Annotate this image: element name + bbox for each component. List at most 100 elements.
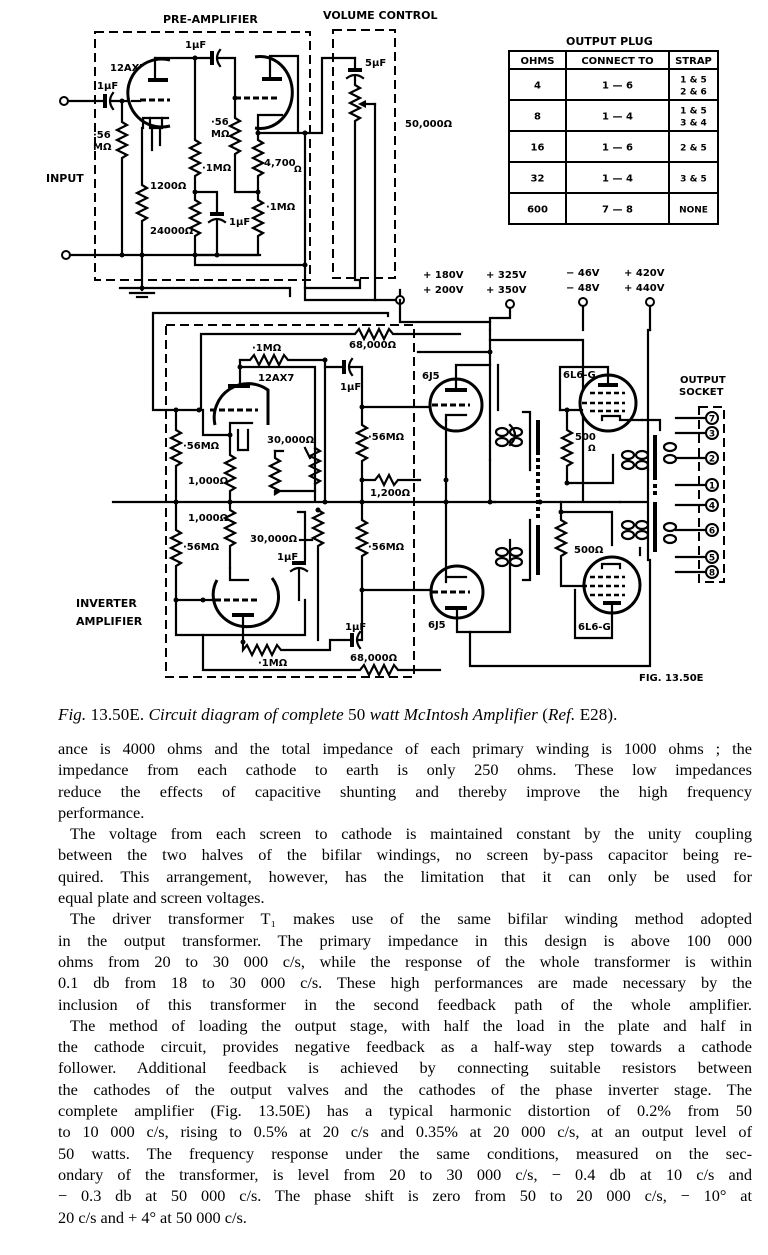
supply-rail-4: + 420V + 440V <box>624 268 665 332</box>
input-capacitor-label: 1µF <box>97 81 118 92</box>
body-line: 20 c/s and + 4° at 50 000 c/s. <box>58 1207 247 1227</box>
table-header: OHMS <box>520 56 554 67</box>
table-cell-ohms: 32 <box>531 174 545 185</box>
table-cell-ohms: 4 <box>534 81 541 92</box>
svg-text:·56MΩ: ·56MΩ <box>368 542 405 553</box>
socket-pin <box>705 478 719 492</box>
svg-text:500Ω: 500Ω <box>574 545 604 556</box>
body-line: ance is 4000 ohms and the total impedanc… <box>58 739 752 758</box>
supply-rail-3: − 46V − 48V <box>566 268 600 332</box>
body-line: 0.1 db from 18 to 30 000 c/s. These high… <box>58 973 752 993</box>
volume-potentiometer <box>303 74 363 290</box>
body-line: the cathode circuit, provides negative f… <box>58 1037 752 1057</box>
socket-pin-label: 3 <box>709 430 715 440</box>
svg-text:+ 180V: + 180V <box>423 270 464 281</box>
svg-text:30,000Ω: 30,000Ω <box>267 435 315 446</box>
body-line: ohms from 20 to 30 000 c/s, while the re… <box>58 951 752 971</box>
socket-pin-label: 5 <box>709 554 715 564</box>
volume-control-label: VOLUME CONTROL <box>323 9 437 22</box>
body-line: in the output transformer. The primary i… <box>58 930 752 950</box>
svg-text:1µF: 1µF <box>340 382 361 393</box>
svg-text:− 46V: − 46V <box>566 268 600 279</box>
supply-rail-1: + 180V + 200V <box>423 270 464 296</box>
svg-text:68,000Ω: 68,000Ω <box>350 653 398 664</box>
body-line: the cathodes of the output valves and th… <box>58 1079 752 1099</box>
table-cell-strap: 3 & 4 <box>680 119 707 129</box>
output-socket-label-1: OUTPUT <box>680 375 726 386</box>
body-line: follower. Additional feedback is achieve… <box>58 1058 752 1078</box>
svg-text:1,200Ω: 1,200Ω <box>370 488 411 499</box>
svg-text:·1MΩ: ·1MΩ <box>266 202 296 213</box>
socket-pin <box>705 426 719 440</box>
table-header: CONNECT TO <box>581 56 653 67</box>
body-line: equal plate and screen voltages. <box>58 888 265 908</box>
caption-text: Circuit diagram of complete <box>148 705 344 724</box>
pre-amplifier-label: PRE-AMPLIFIER <box>163 13 258 26</box>
body-line: impedance from each cathode to earth is … <box>58 760 752 780</box>
output-tube-bottom <box>573 555 642 640</box>
svg-text:1200Ω: 1200Ω <box>150 181 187 192</box>
socket-pin <box>705 565 719 579</box>
svg-text:1,000Ω: 1,000Ω <box>188 513 229 524</box>
caption-number: 13.50E. <box>90 705 145 724</box>
body-line: The method of loading the output stage, … <box>70 1015 752 1035</box>
svg-text:+ 200V: + 200V <box>423 285 464 296</box>
output-tube-top <box>558 365 644 433</box>
svg-text:+ 440V: + 440V <box>624 283 665 294</box>
supply-rail-2: + 325V + 350V <box>486 270 527 332</box>
body-text: ance is 4000 ohms and the total impedanc… <box>58 738 752 1228</box>
body-line: complete amplifier (Fig. 13.50E) has a t… <box>58 1101 752 1121</box>
socket-pin-label: 6 <box>709 527 715 537</box>
table-cell-connect: 1 — 6 <box>602 81 633 92</box>
svg-text:·56: ·56 <box>211 117 229 128</box>
body-line: to 10 000 c/s, rising to 0.5% at 20 c/s … <box>58 1122 752 1142</box>
svg-text:·1MΩ: ·1MΩ <box>202 163 232 174</box>
svg-text:4,700: 4,700 <box>264 158 296 169</box>
volume-control-boundary <box>332 29 396 279</box>
driver-tube-top <box>428 363 492 433</box>
preamp-tube-1 <box>126 56 171 152</box>
svg-text:MΩ: MΩ <box>93 142 112 153</box>
svg-text:1,000Ω: 1,000Ω <box>188 476 229 487</box>
table-cell-connect: 1 — 4 <box>602 112 633 123</box>
svg-text:Ω: Ω <box>294 165 302 175</box>
driver-transformer <box>494 363 540 582</box>
socket-pin-label: 2 <box>709 455 715 465</box>
table-cell-strap: NONE <box>679 206 708 216</box>
input-terminal-hot <box>59 96 69 106</box>
input-label: INPUT <box>46 172 84 185</box>
grid-resistor <box>114 99 130 257</box>
svg-text:·56MΩ: ·56MΩ <box>368 432 405 443</box>
svg-text:·1MΩ: ·1MΩ <box>258 658 288 669</box>
table-frame <box>508 50 719 225</box>
table-cell-strap: 2 & 6 <box>680 88 707 98</box>
preamp-tube-2 <box>235 54 300 134</box>
table-cell-strap: 1 & 5 <box>680 107 707 117</box>
table-cell-strap: 2 & 5 <box>680 144 707 154</box>
socket-pin <box>705 550 719 564</box>
svg-text:1µF: 1µF <box>345 622 366 633</box>
body-line: The driver transformer T₁ makes use of t… <box>70 909 752 929</box>
svg-text:+ 325V: + 325V <box>486 270 527 281</box>
socket-pin <box>705 451 719 465</box>
socket-pin-label: 1 <box>709 482 715 492</box>
output-socket-boundary <box>698 406 725 583</box>
svg-text:1µF: 1µF <box>229 217 250 228</box>
svg-text:500: 500 <box>575 432 596 443</box>
svg-text:− 48V: − 48V <box>566 283 600 294</box>
body-line: quired. This arrangement, however, has t… <box>58 866 752 886</box>
inverter-tube-top <box>210 358 270 452</box>
svg-text:30,000Ω: 30,000Ω <box>250 534 298 545</box>
body-line: 50 watts. The frequency response under t… <box>58 1143 752 1163</box>
svg-text:·56MΩ: ·56MΩ <box>183 542 220 553</box>
input-terminal-ground <box>61 250 71 260</box>
svg-text:+ 350V: + 350V <box>486 285 527 296</box>
table-cell-ohms: 8 <box>534 112 541 123</box>
body-line: − 0.3 db at 50 000 c/s. The phase shift … <box>58 1186 752 1206</box>
output-tube-bottom-label: 6L6-G <box>578 622 611 633</box>
driver-tube-top-label: 6J5 <box>422 371 440 382</box>
caption-reference: E28 <box>579 705 608 724</box>
driver-tube-bottom <box>429 538 512 634</box>
figure-caption: Fig. 13.50E. Circuit diagram of complete… <box>58 705 618 724</box>
